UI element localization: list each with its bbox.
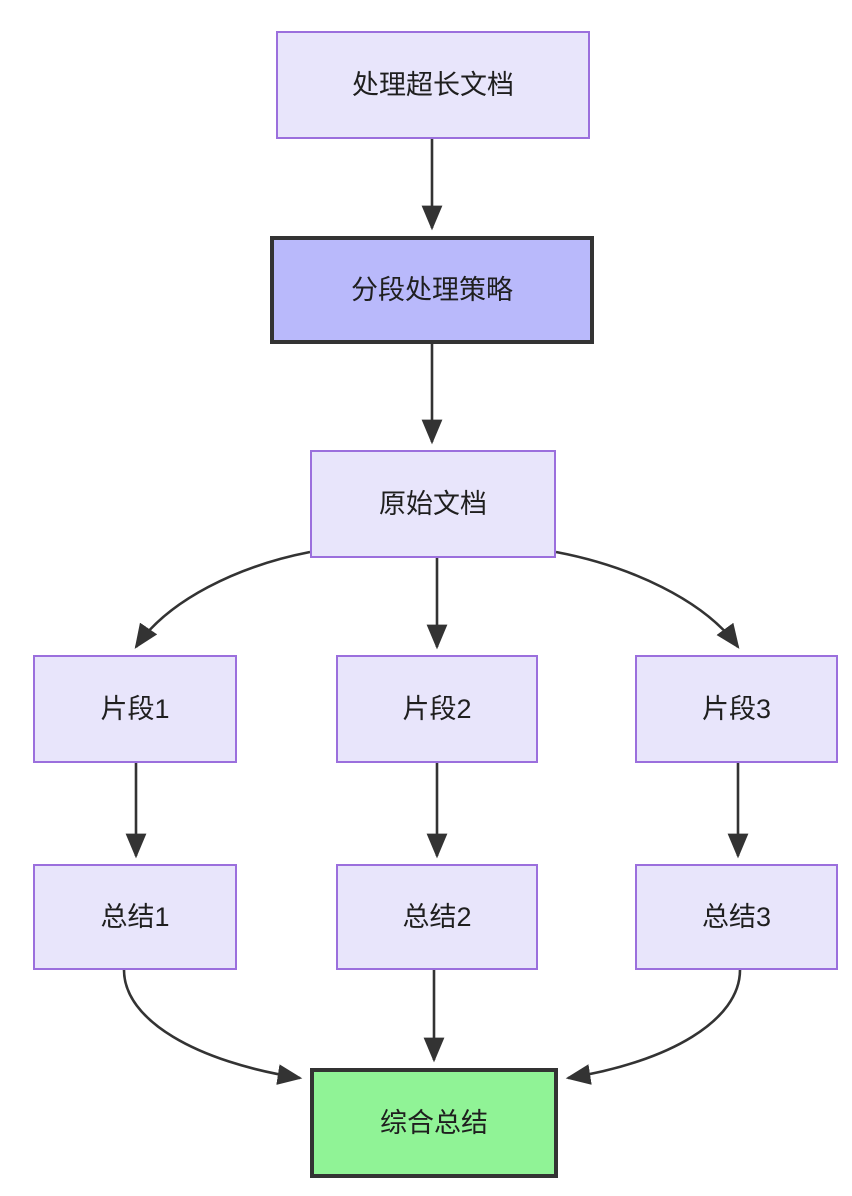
node-label-final: 综合总结 [380, 1107, 488, 1138]
node-chunk3[interactable]: 片段3 [635, 655, 838, 763]
node-chunk2[interactable]: 片段2 [336, 655, 538, 763]
edge-source-to-chunk1 [134, 550, 311, 649]
node-label-summary2: 总结2 [402, 901, 472, 932]
edge-source-to-chunk3 [555, 550, 740, 649]
node-label-summary3: 总结3 [701, 901, 772, 932]
node-label-source: 原始文档 [379, 488, 487, 519]
node-summary3[interactable]: 总结3 [635, 864, 838, 970]
node-label-strategy: 分段处理策略 [351, 274, 513, 305]
node-doc[interactable]: 处理超长文档 [276, 31, 590, 139]
node-chunk1[interactable]: 片段1 [33, 655, 237, 763]
node-strategy[interactable]: 分段处理策略 [270, 236, 594, 344]
node-source[interactable]: 原始文档 [310, 450, 556, 558]
node-label-chunk1: 片段1 [100, 693, 170, 724]
edge-summary1-to-final [122, 969, 303, 1085]
node-label-doc: 处理超长文档 [352, 69, 514, 100]
node-summary2[interactable]: 总结2 [336, 864, 538, 970]
node-label-chunk3: 片段3 [701, 693, 772, 724]
node-label-summary1: 总结1 [100, 901, 170, 932]
node-summary1[interactable]: 总结1 [33, 864, 237, 970]
edge-summary3-to-final [565, 969, 742, 1085]
node-label-chunk2: 片段2 [402, 693, 472, 724]
node-final[interactable]: 综合总结 [310, 1068, 558, 1178]
